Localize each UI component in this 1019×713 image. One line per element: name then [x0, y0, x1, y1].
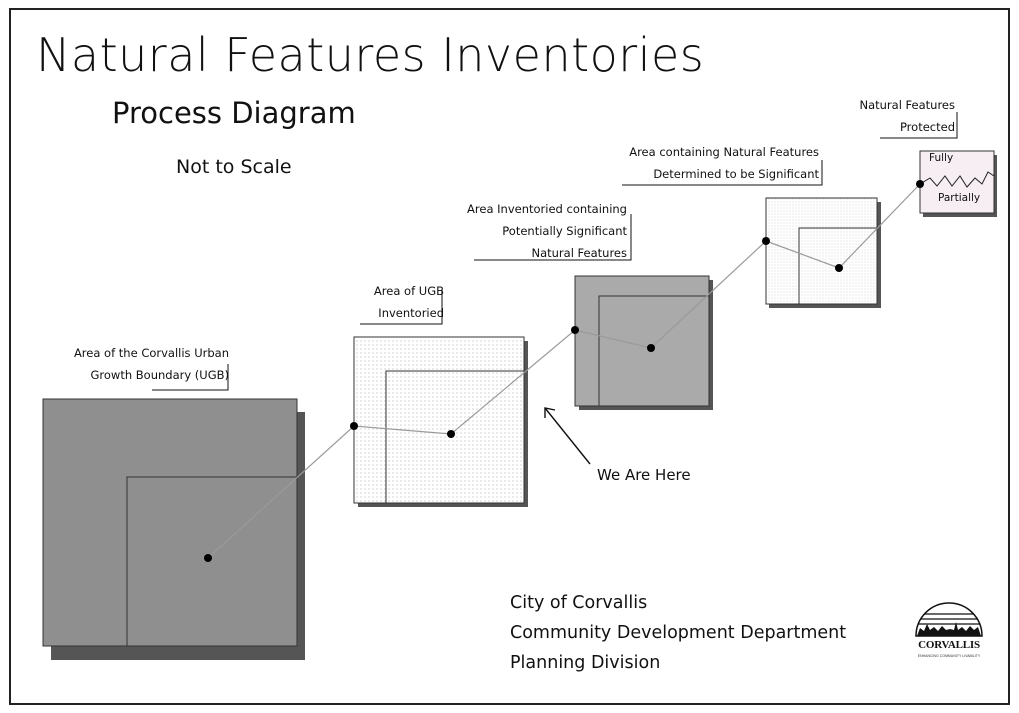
- org-line-city: City of Corvallis: [510, 593, 648, 613]
- page-title: Natural Features Inventories: [36, 28, 705, 82]
- logo-emblem-icon: [915, 602, 983, 637]
- label-ugb: Area of the Corvallis Urban Growth Bound…: [73, 346, 229, 382]
- label-potential: Area Inventoried containing Potentially …: [467, 202, 627, 260]
- we-are-here-arrow: [544, 407, 591, 465]
- stage-potential-box: [574, 275, 713, 410]
- page-subtitle: Process Diagram: [112, 96, 356, 130]
- stage-markers: [204, 180, 924, 562]
- label-brackets: [152, 112, 958, 391]
- we-are-here-label: We Are Here: [597, 466, 691, 484]
- label-ugb-inventoried: Area of UGB Inventoried: [373, 284, 444, 320]
- label-significant: Area containing Natural Features Determi…: [629, 145, 819, 181]
- org-line-department: Community Development Department: [510, 623, 847, 643]
- corvallis-logo: CORVALLIS ENHANCING COMMUNITY LIVABILITY: [912, 596, 986, 668]
- logo-text: CORVALLIS: [918, 639, 980, 651]
- stage-significant-box: [765, 197, 881, 308]
- stage-inventoried-box: [353, 336, 528, 507]
- label-protected: Natural Features Protected: [859, 98, 955, 134]
- process-connector-line: [207, 183, 921, 559]
- organization-block: City of Corvallis Community Development …: [510, 588, 846, 678]
- stage-ugb-box: [42, 398, 305, 660]
- scale-note: Not to Scale: [176, 156, 292, 178]
- label-fully: Fully: [929, 152, 954, 164]
- stage-protected-box: [919, 150, 997, 217]
- label-partially: Partially: [938, 192, 981, 204]
- org-line-division: Planning Division: [510, 653, 661, 673]
- logo-subtext: ENHANCING COMMUNITY LIVABILITY: [917, 654, 981, 658]
- protection-boundary-line: [919, 171, 995, 188]
